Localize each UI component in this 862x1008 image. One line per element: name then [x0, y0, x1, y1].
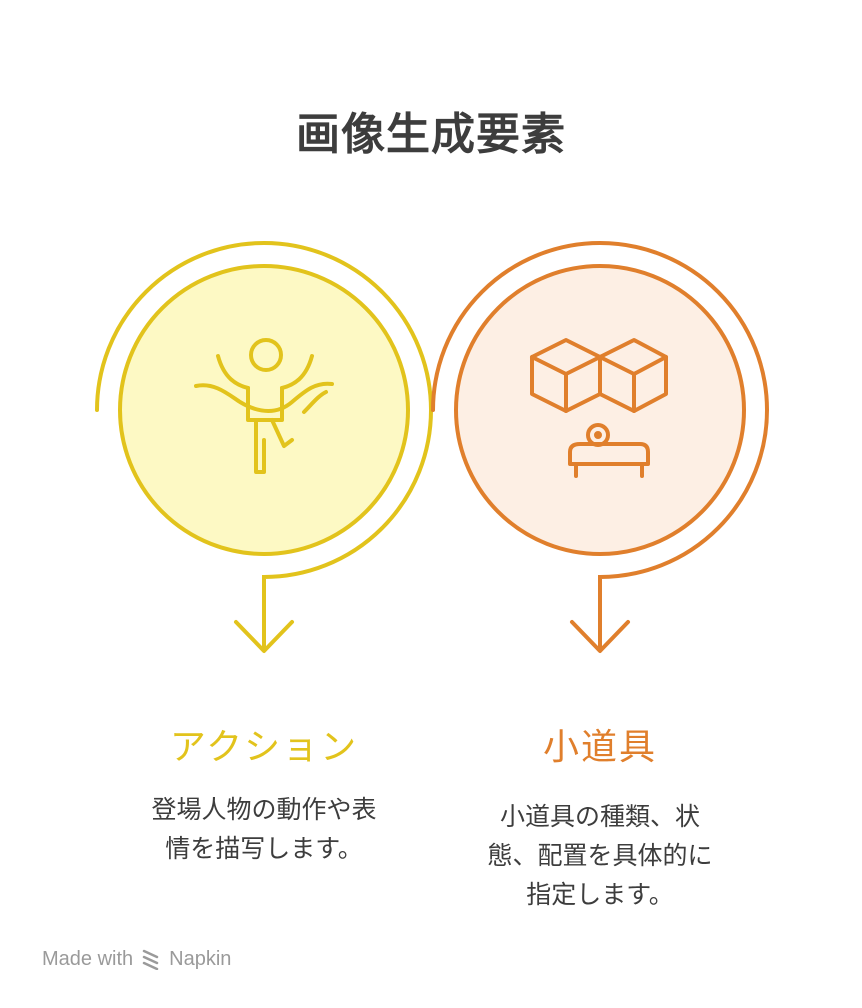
- props-element: [431, 241, 769, 653]
- props-description-line: 小道具の種類、状: [499, 802, 700, 831]
- boxes-and-stand-icon: [530, 338, 668, 478]
- action-description-line: 情を描写します。: [165, 834, 363, 863]
- action-element: [95, 241, 433, 653]
- action-description: 登場人物の動作や表 情を描写します。: [114, 790, 414, 868]
- footer-prefix: Made with: [42, 947, 134, 970]
- action-arc-arrow: [95, 241, 433, 652]
- props-arrowhead: [570, 620, 630, 653]
- napkin-logo-icon: [142, 949, 159, 970]
- props-circle: [454, 264, 746, 556]
- made-with-footer[interactable]: Made with Napkin: [42, 946, 231, 972]
- action-description-line: 登場人物の動作や表: [151, 795, 377, 824]
- dancing-person-icon: [194, 338, 334, 474]
- props-heading: 小道具: [542, 727, 657, 768]
- action-arrowhead: [234, 620, 294, 653]
- props-description: 小道具の種類、状 態、配置を具体的に 指定します。: [450, 797, 750, 914]
- props-description-line: 態、配置を具体的に: [487, 841, 713, 870]
- props-description-line: 指定します。: [526, 880, 674, 909]
- action-heading: アクション: [169, 727, 359, 768]
- props-arc-arrow: [431, 241, 769, 652]
- footer-brand: Napkin: [169, 947, 232, 970]
- page-title: 画像生成要素: [296, 109, 566, 160]
